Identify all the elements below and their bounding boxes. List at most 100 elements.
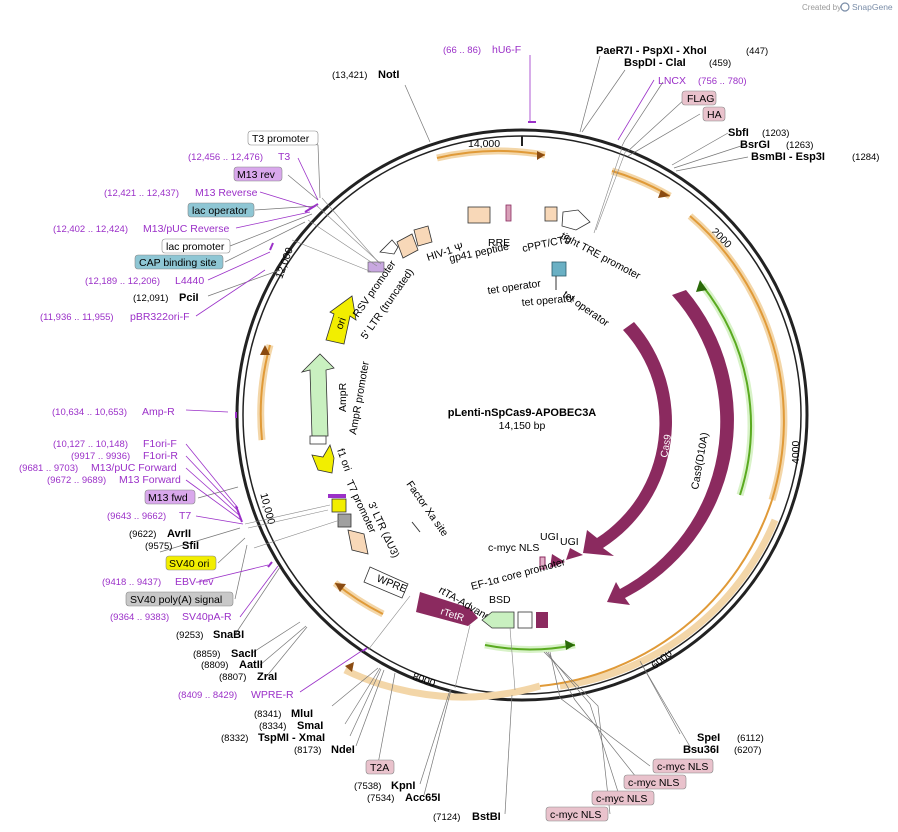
- cmyc-box-4: [545, 806, 609, 822]
- m13puc-name: M13/pUC Reverse: [143, 223, 230, 235]
- cmyc-box-3: [591, 790, 655, 806]
- pbr-name: pBR322ori-F: [130, 311, 190, 323]
- bsmBI-pos: (1284): [852, 152, 879, 163]
- green-orf: [701, 284, 752, 496]
- m13pucF-name: M13/pUC Forward: [91, 462, 177, 474]
- factorxa-label: Factor Xa site: [404, 479, 451, 539]
- t2a-label: T2A: [370, 762, 389, 774]
- l4440-name: L4440: [175, 275, 204, 287]
- aatII-pos: (8809): [201, 660, 228, 671]
- bsd-arrow: [481, 611, 515, 629]
- cmyc-box-2: [623, 774, 687, 790]
- m13pucF-range: (9681 .. 9703): [19, 463, 78, 474]
- f1ori-arrow: [311, 444, 335, 474]
- cap-box: [134, 254, 224, 270]
- tick-12000: 12,000: [274, 246, 296, 280]
- lacpromoter-label: lac promoter: [166, 241, 225, 253]
- cppt-box: [544, 206, 558, 222]
- ef1a-marker: [536, 612, 548, 628]
- ampR-promoter-label: AmpR promoter: [347, 360, 372, 436]
- acc65I-pos: (7534): [367, 793, 394, 804]
- cmyc-label-4: c-myc NLS: [550, 809, 601, 821]
- snapgene-logo-icon: [840, 2, 850, 12]
- bsu36I-name: Bsu36I: [683, 744, 719, 756]
- cmyc-label-1: c-myc NLS: [657, 761, 708, 773]
- bsrGI-pos: (1263): [786, 140, 813, 151]
- acc65I-name: Acc65I: [405, 792, 440, 804]
- ori-arrow: [325, 295, 357, 345]
- m13fwd-box: [144, 489, 196, 505]
- ampR-promoter-box: [309, 435, 327, 445]
- cmyc-box-1: [652, 758, 714, 774]
- pciI-pos: (12,091): [133, 293, 168, 304]
- notI-name: NotI: [378, 69, 399, 81]
- f1oriR-range: (9917 .. 9936): [71, 451, 130, 462]
- m13rev-name: M13 Reverse: [195, 187, 258, 199]
- ebv-name: EBV-rev: [175, 576, 214, 588]
- m13rev-box-label: M13 rev: [237, 169, 276, 181]
- bsrGI-name: BsrGI: [740, 139, 770, 151]
- hU6F-range: (66 .. 86): [443, 45, 481, 56]
- ltr3-box: [347, 529, 369, 555]
- orf-arrow-3: [260, 345, 270, 355]
- ugi-label-2: UGI: [560, 536, 579, 548]
- green-orf-2-arrow: [565, 640, 575, 650]
- kpnI-name: KpnI: [391, 780, 415, 792]
- cas9-arrow: [583, 322, 672, 556]
- sv40pa-box: [125, 591, 234, 607]
- ndeI-pos: (8173): [294, 745, 321, 756]
- tick-14000: 14,000: [468, 138, 500, 150]
- ugi-arrow-2: [550, 554, 565, 568]
- primer-marks: [235, 121, 536, 652]
- sv40pa-name: SV40pA-R: [182, 611, 232, 623]
- aatII-name: AatII: [239, 659, 263, 671]
- m13F-name: M13 Forward: [119, 474, 181, 486]
- mluI-name: MluI: [291, 708, 313, 720]
- bstBI-name: BstBI: [472, 811, 501, 823]
- gp41-box: [467, 206, 491, 224]
- boxed-labels: FLAG HA T3 promoter M13 rev lac operator…: [125, 90, 726, 822]
- wpre-range: (8409 .. 8429): [178, 690, 237, 701]
- avrII-name: AvrII: [167, 528, 191, 540]
- tre-promoter-arrow: [561, 209, 591, 231]
- t3promoter-box: [247, 130, 319, 146]
- sv40ori-box: [165, 555, 217, 571]
- snapgene-brand: SnapGene: [852, 2, 893, 12]
- primer-cluster-box: [367, 261, 385, 273]
- orf-arrow-1: [537, 151, 545, 160]
- orf-arrow-4: [335, 583, 346, 592]
- cas9-d10a-label: Cas9(D10A): [689, 432, 711, 491]
- created-by-label: Created by: [802, 3, 841, 12]
- t7-range: (9643 .. 9662): [107, 511, 166, 522]
- ef1a-label: EF-1α core promoter: [470, 556, 567, 593]
- smaI-pos: (8334): [259, 721, 286, 732]
- flag-label: FLAG: [687, 93, 714, 105]
- f1oriF-name: F1ori-F: [143, 438, 177, 450]
- plasmid-size: 14,150 bp: [499, 420, 546, 432]
- ltr5-box: [396, 233, 419, 259]
- primer-lines: [185, 55, 655, 693]
- hU6F-name: hU6-F: [492, 44, 521, 56]
- ha-label: HA: [707, 109, 722, 121]
- green-orf-arrow: [696, 280, 707, 292]
- pciI-name: PciI: [179, 292, 199, 304]
- rre-marker: [505, 204, 512, 222]
- ampR-arrow: [300, 353, 335, 437]
- sacII-name: SacII: [231, 648, 257, 660]
- smaI-name: SmaI: [297, 720, 323, 732]
- ugi-arrow-1: [566, 548, 583, 560]
- cmyc-label-3: c-myc NLS: [596, 793, 647, 805]
- t7-name: T7: [179, 510, 191, 522]
- orf-arrow-5: [345, 662, 354, 672]
- m13fwd-label: M13 fwd: [148, 492, 188, 504]
- cas9-d10a-arrow: [607, 290, 734, 605]
- cmyc-inner-label: c-myc NLS: [488, 542, 539, 554]
- orf-arc-large: [539, 499, 773, 687]
- speI-name: SpeI: [697, 732, 720, 744]
- tet-operator-marker: [551, 261, 567, 277]
- orf-arrow-2: [658, 190, 670, 198]
- tspMI-pos: (8332): [221, 733, 248, 744]
- l4440-range: (12,189 .. 12,206): [85, 276, 160, 287]
- lncx-range: (756 .. 780): [698, 76, 747, 87]
- ha-box: [702, 106, 726, 122]
